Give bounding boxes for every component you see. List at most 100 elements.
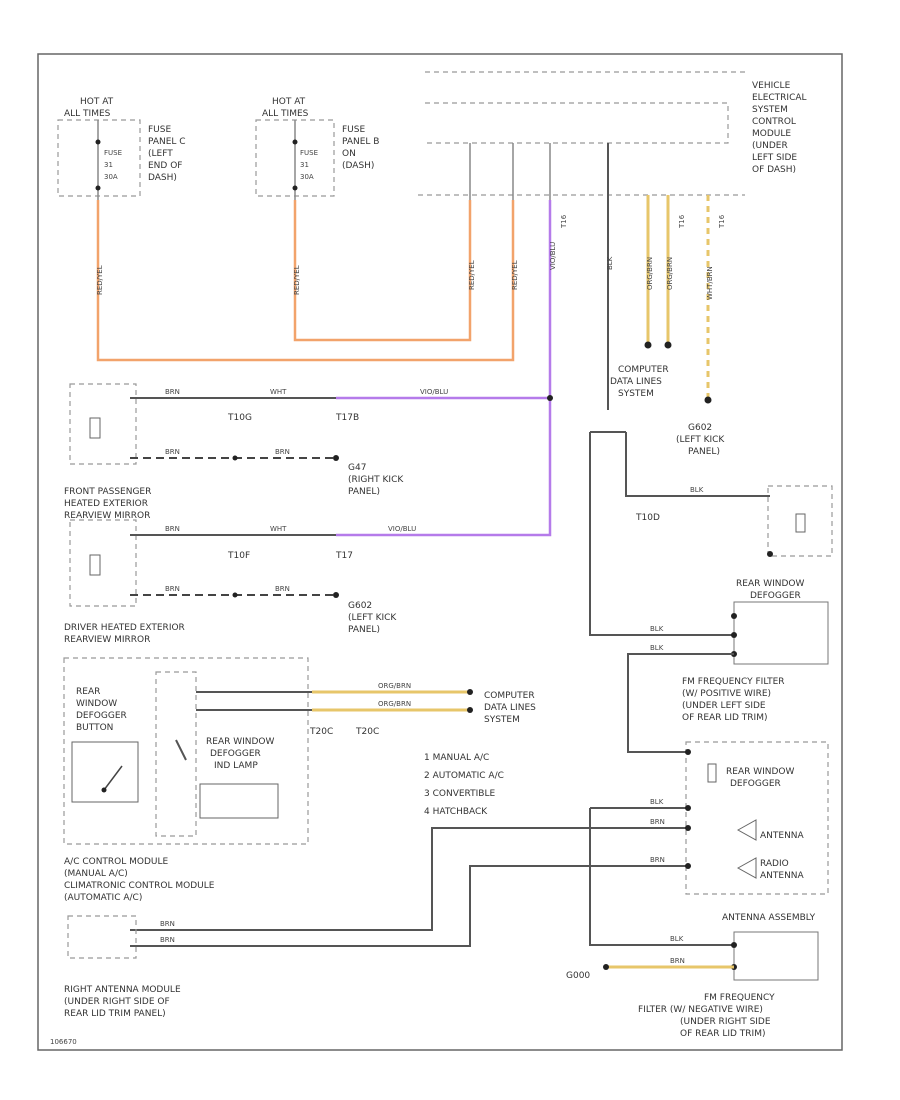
wire-fm-pos-out <box>627 653 734 753</box>
defogger-switch-box <box>71 741 139 803</box>
wire-label-brn-1: BRN <box>165 388 180 396</box>
wire-label-blk-4: BLK <box>650 644 664 652</box>
wire-label-red-yel-1: RED/YEL <box>96 265 104 295</box>
wire-label-brn-10: BRN <box>160 936 175 944</box>
ind-lamp-box <box>199 783 279 819</box>
wire-orange-right <box>293 200 472 342</box>
conn-t16-b: T16 <box>678 214 686 229</box>
conn-t16-c: T16 <box>718 214 726 229</box>
defogger-button-box <box>155 671 197 837</box>
ac-module-label: A/C CONTROL MODULE (MANUAL A/C) CLIMATRO… <box>64 857 217 903</box>
g47-ground <box>333 455 339 461</box>
g000-ground <box>603 964 609 970</box>
hot-label-left: HOT AT ALL TIMES <box>64 97 116 119</box>
ind-lamp-label: REAR WINDOW DEFOGGER IND LAMP <box>206 737 277 771</box>
defogger-box-pin <box>685 749 691 755</box>
wire-label-brn-6: BRN <box>275 585 290 593</box>
defogger-button-label: REAR WINDOW DEFOGGER BUTTON <box>76 687 130 733</box>
rear-defogger-top-icon <box>795 513 806 533</box>
antenna-assembly-label: ANTENNA ASSEMBLY <box>722 913 816 923</box>
rear-defogger-element <box>707 763 717 783</box>
wire-gray-split <box>589 431 770 636</box>
rear-defogger-top-label: REAR WINDOW DEFOGGER <box>736 579 807 601</box>
wire-label-red-yel-4: RED/YEL <box>511 260 519 290</box>
rear-defogger-top-ground <box>767 551 773 557</box>
wire-label-blk-2: BLK <box>690 486 704 494</box>
wire-bottom-radio <box>130 865 688 947</box>
vecm-label: VEHICLE ELECTRICAL SYSTEM CONTROL MODULE… <box>752 81 809 175</box>
wire-label-org-brn-3: ORG/BRN <box>378 682 411 690</box>
fuse-right-dot-top <box>292 139 298 145</box>
wire-label-org-brn-4: ORG/BRN <box>378 700 411 708</box>
ac-cdl-dot-1 <box>467 689 473 695</box>
wire-label-brn-11: BRN <box>670 957 685 965</box>
wire-violet-main <box>336 200 552 537</box>
conn-t17b: T17B <box>335 413 359 423</box>
wire-label-brn-4: BRN <box>165 525 180 533</box>
pass-mirror-splice <box>232 455 238 461</box>
conn-t20c-2: T20C <box>355 727 379 737</box>
driver-mirror-label: DRIVER HEATED EXTERIOR REARVIEW MIRROR <box>64 623 188 645</box>
wire-label-blk-5: BLK <box>650 798 664 806</box>
wire-label-org-brn-2: ORG/BRN <box>666 257 674 290</box>
fm-pos-pin-1 <box>731 613 737 619</box>
wire-label-brn-9: BRN <box>160 920 175 928</box>
pass-mirror-heater-icon <box>89 417 101 439</box>
conn-t10f: T10F <box>227 551 250 561</box>
wire-label-blk-1: BLK <box>606 256 614 270</box>
fuse-box-left <box>57 119 141 197</box>
box-pin-808 <box>685 805 691 811</box>
rear-defogger-antenna-box <box>685 741 829 895</box>
conn-t20c-1: T20C <box>309 727 333 737</box>
fuse-31-label-right: FUSE 31 30A <box>300 149 320 181</box>
conn-t10d: T10D <box>635 513 660 523</box>
wire-bottom-antenna <box>130 827 688 931</box>
fuse-left-dot-top <box>95 139 101 145</box>
conn-t10g: T10G <box>227 413 252 423</box>
fuse-panel-c-label: FUSE PANEL C (LEFT END OF DASH) <box>148 125 188 183</box>
wire-label-brn-7: BRN <box>650 818 665 826</box>
wire-label-brn-5: BRN <box>165 585 180 593</box>
hot-label-right: HOT AT ALL TIMES <box>262 97 309 119</box>
fm-filter-pos-label: FM FREQUENCY FILTER (W/ POSITIVE WIRE) (… <box>682 677 787 723</box>
conn-t16-a: T16 <box>560 214 568 229</box>
defogger-switch-icon <box>103 765 123 791</box>
fuse-panel-b-label: FUSE PANEL B ON (DASH) <box>342 125 382 171</box>
g602-label-top: G602 (LEFT KICK PANEL) <box>676 423 727 457</box>
wire-ac-internal <box>175 691 312 761</box>
diagram-frame <box>37 53 843 1051</box>
wire-label-red-yel-3: RED/YEL <box>468 260 476 290</box>
wire-label-org-brn-1: ORG/BRN <box>646 257 654 290</box>
vecm-outline <box>418 71 745 196</box>
ac-cdl-dot-2 <box>467 707 473 713</box>
fm-filter-pos-box <box>733 601 829 665</box>
wire-label-wht-brn: WHT/BRN <box>706 266 714 300</box>
wire-bottom-upper <box>589 807 734 946</box>
right-antenna-module-label: RIGHT ANTENNA MODULE (UNDER RIGHT SIDE O… <box>64 985 184 1019</box>
radio-antenna-label: RADIO ANTENNA <box>760 859 805 881</box>
antenna-icon <box>736 819 757 841</box>
radio-antenna-icon <box>736 857 757 879</box>
wire-label-vio-3: VIO/BLU <box>388 525 416 533</box>
g47-label: G47 (RIGHT KICK PANEL) <box>348 463 406 497</box>
wire-label-red-yel-2: RED/YEL <box>293 265 301 295</box>
wire-label-brn-2: BRN <box>165 448 180 456</box>
driver-mirror-splice <box>232 592 238 598</box>
fm-pos-pin-2 <box>731 632 737 638</box>
rear-defogger-box-label: REAR WINDOW DEFOGGER <box>726 767 797 789</box>
fuse-31-label-left: FUSE 31 30A <box>104 149 124 181</box>
fm-filter-neg-box <box>733 931 819 981</box>
antenna-label: ANTENNA <box>760 831 805 841</box>
conn-t17: T17 <box>335 551 353 561</box>
yellow-end-2 <box>664 341 672 349</box>
ac-module-box <box>63 657 309 845</box>
wire-label-wht-1: WHT <box>270 388 287 396</box>
rear-defogger-top-box <box>767 485 833 557</box>
fuse-left-dot-bottom <box>95 185 101 191</box>
box-pin-828 <box>685 825 691 831</box>
wire-label-blk-3: BLK <box>650 625 664 633</box>
g602-ground-2 <box>333 592 339 598</box>
fm-neg-pin-1 <box>731 942 737 948</box>
g602-label-mid: G602 (LEFT KICK PANEL) <box>348 601 399 635</box>
